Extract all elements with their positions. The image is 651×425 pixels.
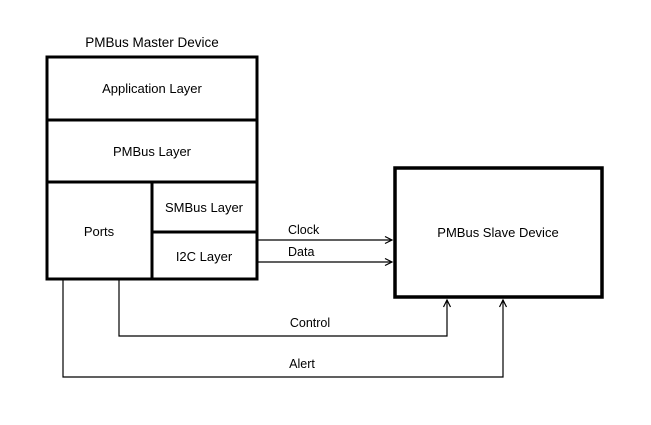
master-device-title: PMBus Master Device (85, 35, 219, 50)
pmbus-layer-box (45, 118, 259, 184)
i2c-layer-box (150, 230, 259, 281)
clock-label: Clock (288, 223, 320, 237)
alert-label: Alert (289, 357, 315, 371)
ports-box (45, 180, 154, 281)
alert-arrow (62, 280, 508, 378)
application-layer-box (45, 55, 259, 122)
smbus-layer-label: SMBus Layer (165, 200, 244, 215)
slave-device-box (393, 166, 604, 299)
control-arrow (118, 280, 452, 337)
pmbus-layer-label: PMBus Layer (113, 144, 192, 159)
application-layer-label: Application Layer (102, 81, 202, 96)
data-label: Data (288, 245, 314, 259)
i2c-layer-label: I2C Layer (176, 249, 233, 264)
control-label: Control (290, 316, 330, 330)
slave-device-label: PMBus Slave Device (437, 225, 558, 240)
ports-label: Ports (84, 224, 115, 239)
smbus-layer-box (150, 180, 259, 234)
